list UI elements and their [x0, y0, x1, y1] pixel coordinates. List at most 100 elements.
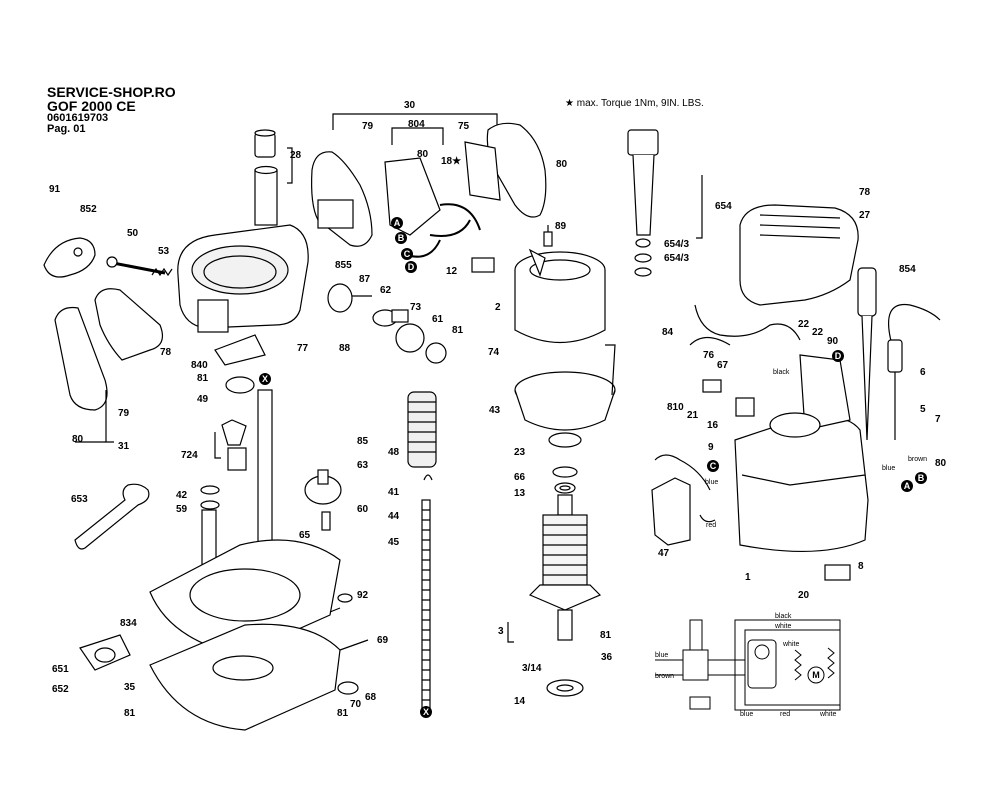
model-name: GOF 2000 CE — [47, 98, 136, 114]
callout-854: 854 — [899, 264, 916, 275]
marker-a-left: A — [391, 217, 403, 229]
callout-1: 1 — [745, 572, 751, 583]
wire-label-blue-sch: blue — [740, 711, 753, 718]
threaded-rod-44 — [421, 499, 431, 711]
callout-834: 834 — [120, 618, 137, 629]
motor-housing-1 — [734, 354, 869, 553]
marker-c-left-letter: C — [404, 249, 411, 259]
callout-855: 855 — [335, 260, 352, 271]
guide-rod-right — [257, 389, 273, 561]
callout-73: 73 — [410, 302, 422, 313]
torque-note: ★ max. Torque 1Nm, 9IN. LBS. — [565, 98, 704, 109]
callout-81b: 81 — [197, 373, 209, 384]
nut-49 — [225, 376, 255, 394]
armature-3 — [528, 494, 602, 641]
callout-14: 14 — [514, 696, 526, 707]
brush-810 — [702, 379, 722, 393]
marker-x-bottom-letter: X — [423, 707, 429, 717]
page-number: Pag. 01 — [47, 123, 86, 135]
callout-67: 67 — [717, 360, 729, 371]
callout-61: 61 — [432, 314, 444, 325]
callout-13: 13 — [514, 488, 526, 499]
clip-41 — [423, 474, 433, 481]
callout-654-3b: 654/3 — [664, 253, 689, 264]
marker-c-right: C — [707, 460, 719, 472]
gear-assembly — [327, 283, 447, 364]
wire-label-black-top: black — [773, 369, 790, 376]
callout-840: 840 — [191, 360, 208, 371]
callout-27: 27 — [859, 210, 871, 221]
marker-x-bottom: X — [420, 706, 432, 718]
stator-2 — [514, 225, 606, 344]
callout-48: 48 — [388, 447, 400, 458]
callout-41: 41 — [388, 487, 400, 498]
wire-label-white-sch: white — [774, 623, 791, 630]
callout-16: 16 — [707, 420, 719, 431]
callout-53: 53 — [158, 246, 170, 257]
callout-45: 45 — [388, 537, 400, 548]
wire-label-red-sch: red — [780, 711, 790, 718]
wire-label-white-sch3: white — [819, 711, 836, 718]
wire-label-blue-in: blue — [655, 652, 668, 659]
part-75 — [464, 141, 501, 201]
callout-81e: 81 — [337, 708, 349, 719]
rod-854 — [857, 267, 941, 441]
callout-89: 89 — [555, 221, 567, 232]
spring-53 — [151, 267, 173, 277]
callout-78b: 78 — [160, 347, 172, 358]
marker-c-right-letter: C — [710, 461, 717, 471]
spring-48 — [407, 391, 437, 468]
screw-50 — [112, 261, 166, 275]
marker-x-top: X — [259, 373, 271, 385]
marker-b-left: B — [395, 232, 407, 244]
marker-a-right-letter: A — [904, 481, 911, 491]
switch-18 — [384, 157, 441, 236]
sole-plate-35 — [149, 623, 341, 731]
callout-3-14: 3/14 — [522, 663, 542, 674]
document-header: SERVICE-SHOP.RO GOF 2000 CE 0601619703 P… — [47, 85, 176, 135]
callout-810: 810 — [667, 402, 684, 413]
column-28 — [254, 129, 293, 226]
callout-9: 9 — [708, 442, 714, 453]
bearing-13 — [554, 482, 576, 494]
callout-84: 84 — [662, 327, 674, 338]
label-8 — [824, 564, 851, 581]
callout-69: 69 — [377, 635, 389, 646]
callout-50: 50 — [127, 228, 139, 239]
wire-label-brown-in: brown — [655, 673, 674, 680]
marker-b-left-letter: B — [398, 233, 405, 243]
callout-43: 43 — [489, 405, 501, 416]
shop-name: SERVICE-SHOP.RO — [47, 84, 176, 100]
callout-76: 76 — [703, 350, 715, 361]
bearing-14 — [546, 679, 584, 697]
callout-47: 47 — [658, 548, 670, 559]
callout-80c: 80 — [72, 434, 84, 445]
callout-35: 35 — [124, 682, 136, 693]
marker-x-top-letter: X — [262, 374, 268, 384]
callout-18: 18★ — [441, 156, 461, 167]
callout-70: 70 — [350, 699, 362, 710]
wiring-schematic — [655, 619, 841, 711]
washer-66 — [552, 466, 578, 478]
callout-65: 65 — [299, 530, 311, 541]
callout-80a: 80 — [417, 149, 429, 160]
clamp-852 — [43, 237, 96, 278]
callout-724: 724 — [181, 450, 198, 461]
callout-7: 7 — [935, 414, 941, 425]
marker-d-right: D — [832, 350, 844, 362]
callout-6: 6 — [920, 367, 926, 378]
callout-74: 74 — [488, 347, 500, 358]
callout-60: 60 — [357, 504, 369, 515]
wire-label-blue-switch: blue — [705, 479, 718, 486]
callout-79b: 79 — [118, 408, 130, 419]
marker-a-left-letter: A — [394, 218, 401, 228]
callout-21: 21 — [687, 410, 699, 421]
callout-81c: 81 — [600, 630, 612, 641]
callout-92: 92 — [357, 590, 369, 601]
callout-78a: 78 — [859, 187, 871, 198]
callout-44: 44 — [388, 511, 400, 522]
part-65 — [321, 511, 331, 531]
callout-653: 653 — [71, 494, 88, 505]
callout-2: 2 — [495, 302, 501, 313]
